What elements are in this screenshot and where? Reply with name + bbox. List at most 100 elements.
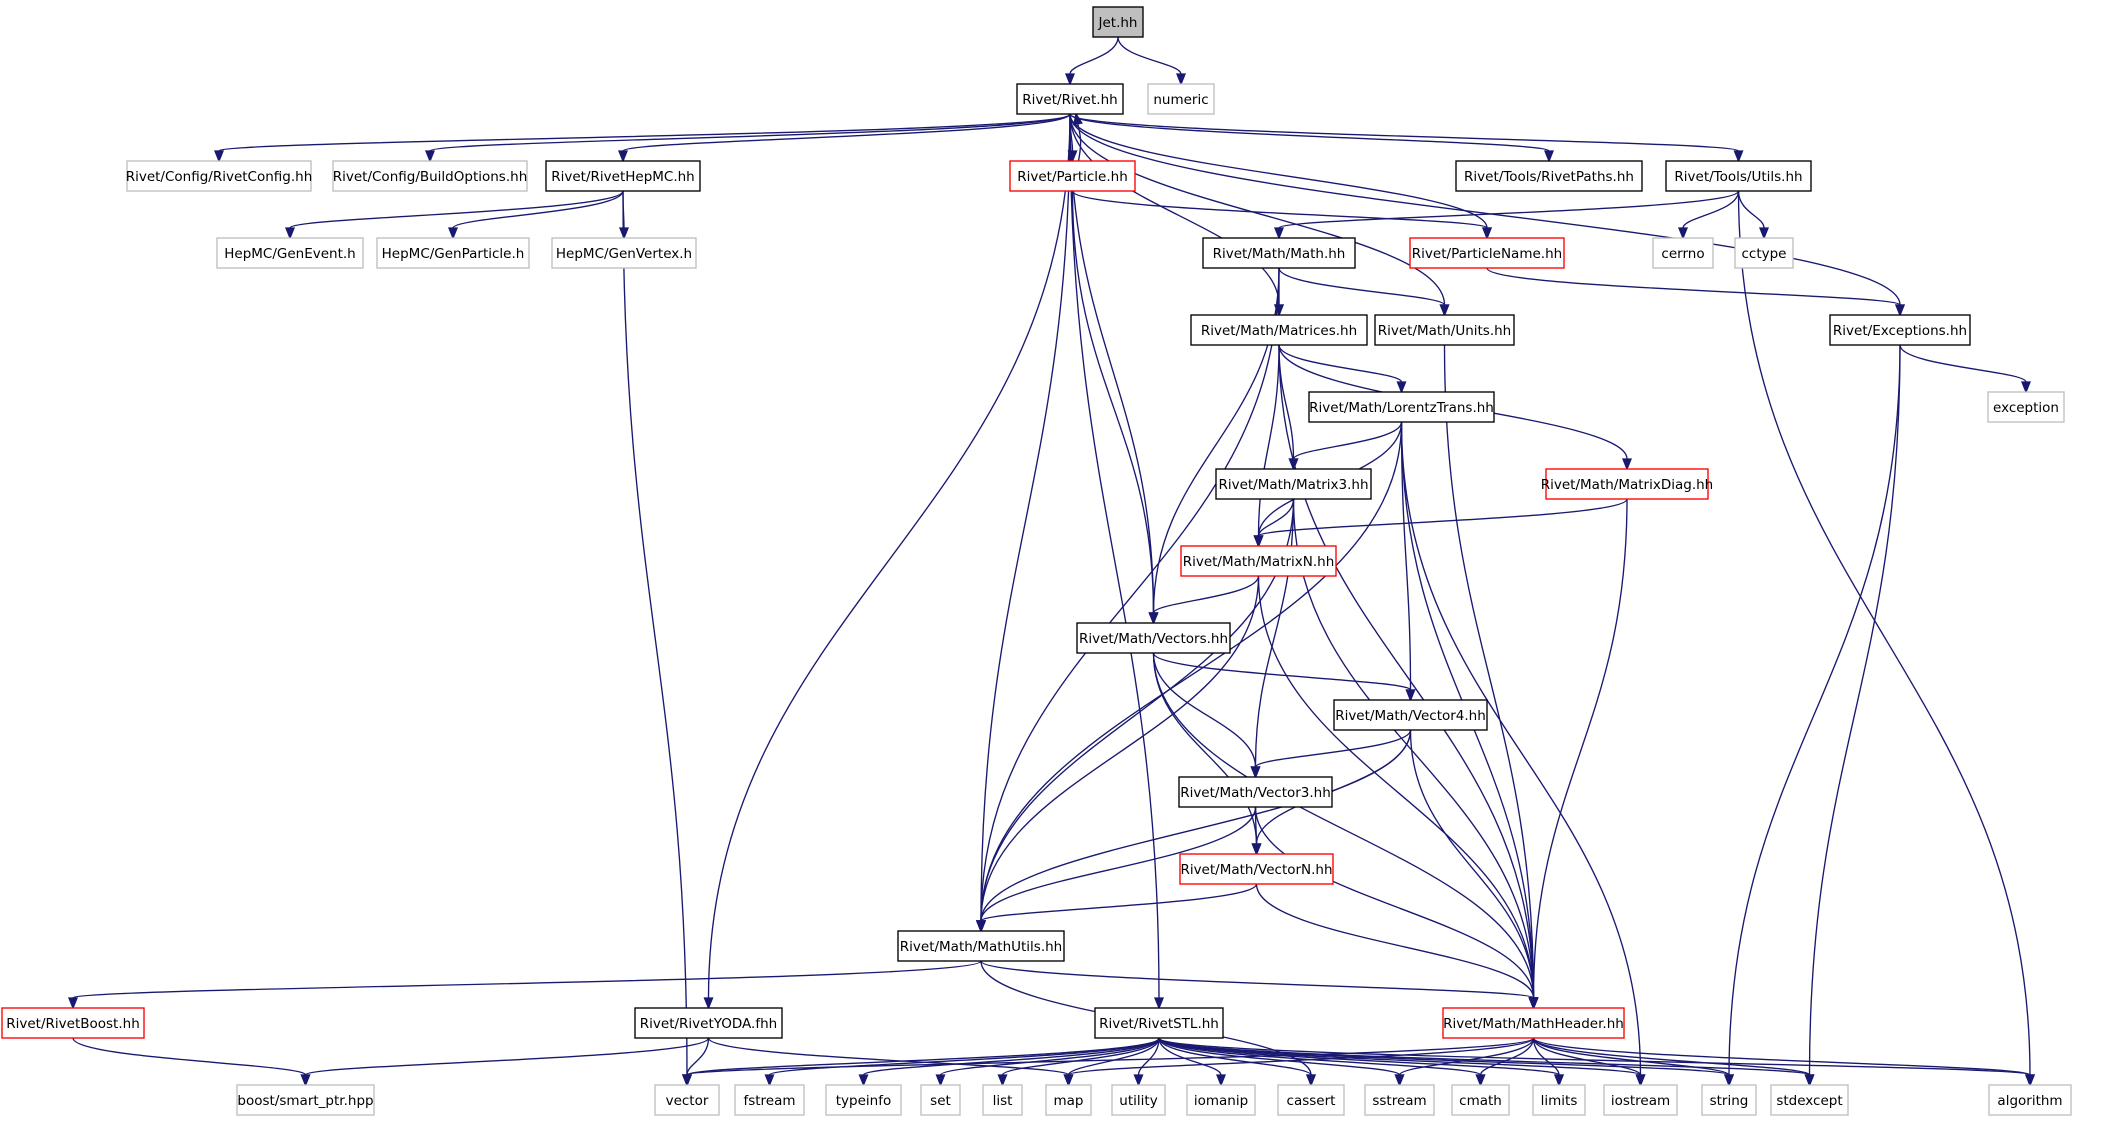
edge-line — [622, 113, 1071, 152]
edge-arrowhead — [1063, 1074, 1074, 1087]
node-label: Rivet/Math/MatrixN.hh — [1183, 554, 1335, 570]
edge-arrowhead — [858, 1074, 869, 1087]
edge-line — [218, 113, 1071, 152]
edge-line — [1532, 1037, 2031, 1076]
node-rivet-math-math-hh[interactable]: Rivet/Math/Math.hh — [1202, 237, 1356, 269]
node-label: algorithm — [1997, 1093, 2062, 1109]
edge-line — [1292, 421, 1403, 460]
edge-arrowhead — [1759, 227, 1769, 240]
node-utility: utility — [1111, 1084, 1166, 1116]
edge-line — [686, 1037, 1535, 1076]
edge-line — [1152, 652, 1412, 691]
edge-utils-to-cctype — [1737, 190, 1769, 240]
node-hepmc-genvertex-h: HepMC/GenVertex.h — [551, 237, 697, 269]
edge-line — [1158, 1037, 1312, 1076]
node-rivet-rivethepmc-hh[interactable]: Rivet/RivetHepMC.hh — [545, 160, 701, 192]
edge-line — [1158, 1037, 1811, 1076]
edge-line — [1158, 1037, 1642, 1076]
edge-line — [1400, 421, 1642, 1076]
edge-line — [1257, 498, 1628, 537]
node-box — [1409, 237, 1565, 269]
node-box — [1451, 1084, 1510, 1116]
node-box — [1364, 1084, 1435, 1116]
edge-matrices-to-mathheader — [1278, 344, 1539, 1010]
node-box — [1111, 1084, 1166, 1116]
node-rivet-rivet-hh[interactable]: Rivet/Rivet.hh — [1016, 83, 1124, 115]
edge-arrowhead — [1733, 150, 1744, 163]
edge-line — [1532, 1037, 1642, 1076]
edge-math-to-units — [1278, 267, 1450, 317]
edge-vectors-to-vector4 — [1152, 652, 1416, 702]
node-rivet-rivetstl-hh[interactable]: Rivet/RivetSTL.hh — [1094, 1007, 1224, 1039]
edge-line — [686, 1037, 710, 1076]
node-rivet-rivetboost-hh[interactable]: Rivet/RivetBoost.hh — [1, 1007, 145, 1039]
edge-line — [1152, 652, 1257, 768]
edge-particle-to-vectors — [1071, 190, 1159, 625]
node-label: typeinfo — [836, 1093, 891, 1109]
node-rivet-math-lorentztrans-hh[interactable]: Rivet/Math/LorentzTrans.hh — [1308, 391, 1495, 423]
edge-rivetstl-to-typeinfo — [858, 1037, 1160, 1087]
edge-line — [1069, 113, 1155, 614]
node-label: string — [1710, 1093, 1749, 1109]
edge-rivetstl-to-utility — [1133, 1037, 1160, 1087]
node-rivet-math-vector4-hh[interactable]: Rivet/Math/Vector4.hh — [1333, 699, 1488, 731]
node-cassert: cassert — [1277, 1084, 1345, 1116]
node-hepmc-genparticle-h: HepMC/GenParticle.h — [376, 237, 530, 269]
node-rivet-math-mathutils-hh[interactable]: Rivet/Math/MathUtils.hh — [897, 930, 1065, 962]
edge-jet-to-rivet — [1065, 36, 1119, 86]
edge-arrowhead — [2025, 1074, 2035, 1087]
edge-mathheader-to-limits — [1532, 1037, 1564, 1087]
node-rivet-math-units-hh[interactable]: Rivet/Math/Units.hh — [1374, 314, 1515, 346]
node-label: Rivet/Math/Vector3.hh — [1180, 785, 1331, 801]
node-rivet-rivetyoda-fhh[interactable]: Rivet/RivetYODA.fhh — [634, 1007, 783, 1039]
node-rivet-math-vectors-hh[interactable]: Rivet/Math/Vectors.hh — [1076, 622, 1231, 654]
edge-line — [1158, 1037, 1222, 1076]
edge-rivetstl-to-fstream — [764, 1037, 1160, 1087]
edge-line — [1257, 498, 1295, 537]
edge-arrowhead — [1306, 1074, 1316, 1087]
edge-line — [1278, 344, 1403, 383]
edge-mathheader-to-vector — [682, 1037, 1535, 1087]
edge-arrowhead — [68, 997, 78, 1010]
node-label: Rivet/Config/RivetConfig.hh — [126, 169, 313, 185]
node-rivet-math-mathheader-hh[interactable]: Rivet/Math/MathHeader.hh — [1442, 1007, 1625, 1039]
node-box — [982, 1084, 1023, 1116]
edge-line — [980, 806, 1257, 922]
node-rivet-math-vectorn-hh[interactable]: Rivet/Math/VectorN.hh — [1179, 853, 1334, 885]
edge-line — [1069, 36, 1119, 75]
edge-vectors-to-vectorn — [1152, 652, 1262, 856]
node-box — [825, 1084, 902, 1116]
edge-rivetyoda-to-smartptr — [300, 1037, 710, 1087]
node-rivet-tools-utils-hh[interactable]: Rivet/Tools/Utils.hh — [1665, 160, 1812, 192]
edge-units-to-mathheader — [1443, 344, 1539, 1010]
node-box — [1, 1007, 145, 1039]
node-rivet-particlename-hh[interactable]: Rivet/ParticleName.hh — [1409, 237, 1565, 269]
node-label: Rivet/Math/VectorN.hh — [1180, 862, 1332, 878]
edge-arrowhead — [1251, 843, 1262, 856]
node-box — [1186, 1084, 1256, 1116]
node-box — [1180, 545, 1337, 577]
node-rivet-math-matrixdiag-hh[interactable]: Rivet/Math/MatrixDiag.hh — [1541, 468, 1713, 500]
edge-line — [72, 960, 982, 999]
node-rivet-math-matrices-hh[interactable]: Rivet/Math/Matrices.hh — [1190, 314, 1368, 346]
node-jet-hh[interactable]: Jet.hh — [1092, 6, 1144, 38]
edge-line — [707, 1037, 1070, 1076]
node-label: exception — [1993, 400, 2059, 416]
edge-rivetboost-to-smartptr — [72, 1037, 311, 1087]
edge-arrowhead — [1394, 1074, 1405, 1087]
node-rivet-math-vector3-hh[interactable]: Rivet/Math/Vector3.hh — [1178, 776, 1333, 808]
edge-rivethepmc-to-vector — [622, 190, 692, 1087]
node-label: Rivet/Math/Units.hh — [1378, 323, 1512, 339]
node-rivet-exceptions-hh[interactable]: Rivet/Exceptions.hh — [1829, 314, 1971, 346]
edge-line — [1737, 190, 2031, 1076]
node-rivet-math-matrixn-hh[interactable]: Rivet/Math/MatrixN.hh — [1180, 545, 1337, 577]
node-rivet-tools-rivetpaths-hh[interactable]: Rivet/Tools/RivetPaths.hh — [1455, 160, 1643, 192]
node-iostream: iostream — [1603, 1084, 1678, 1116]
node-rivet-math-matrix3-hh[interactable]: Rivet/Math/Matrix3.hh — [1215, 468, 1372, 500]
node-rivet-particle-hh[interactable]: Rivet/Particle.hh — [1009, 160, 1136, 192]
node-box — [1532, 1084, 1586, 1116]
edge-line — [304, 1037, 710, 1076]
edge-rivet-to-rivetpaths — [1069, 113, 1554, 163]
edge-jet-to-numeric — [1117, 36, 1186, 86]
node-boost-smart-ptr-hpp: boost/smart_ptr.hpp — [236, 1084, 375, 1116]
